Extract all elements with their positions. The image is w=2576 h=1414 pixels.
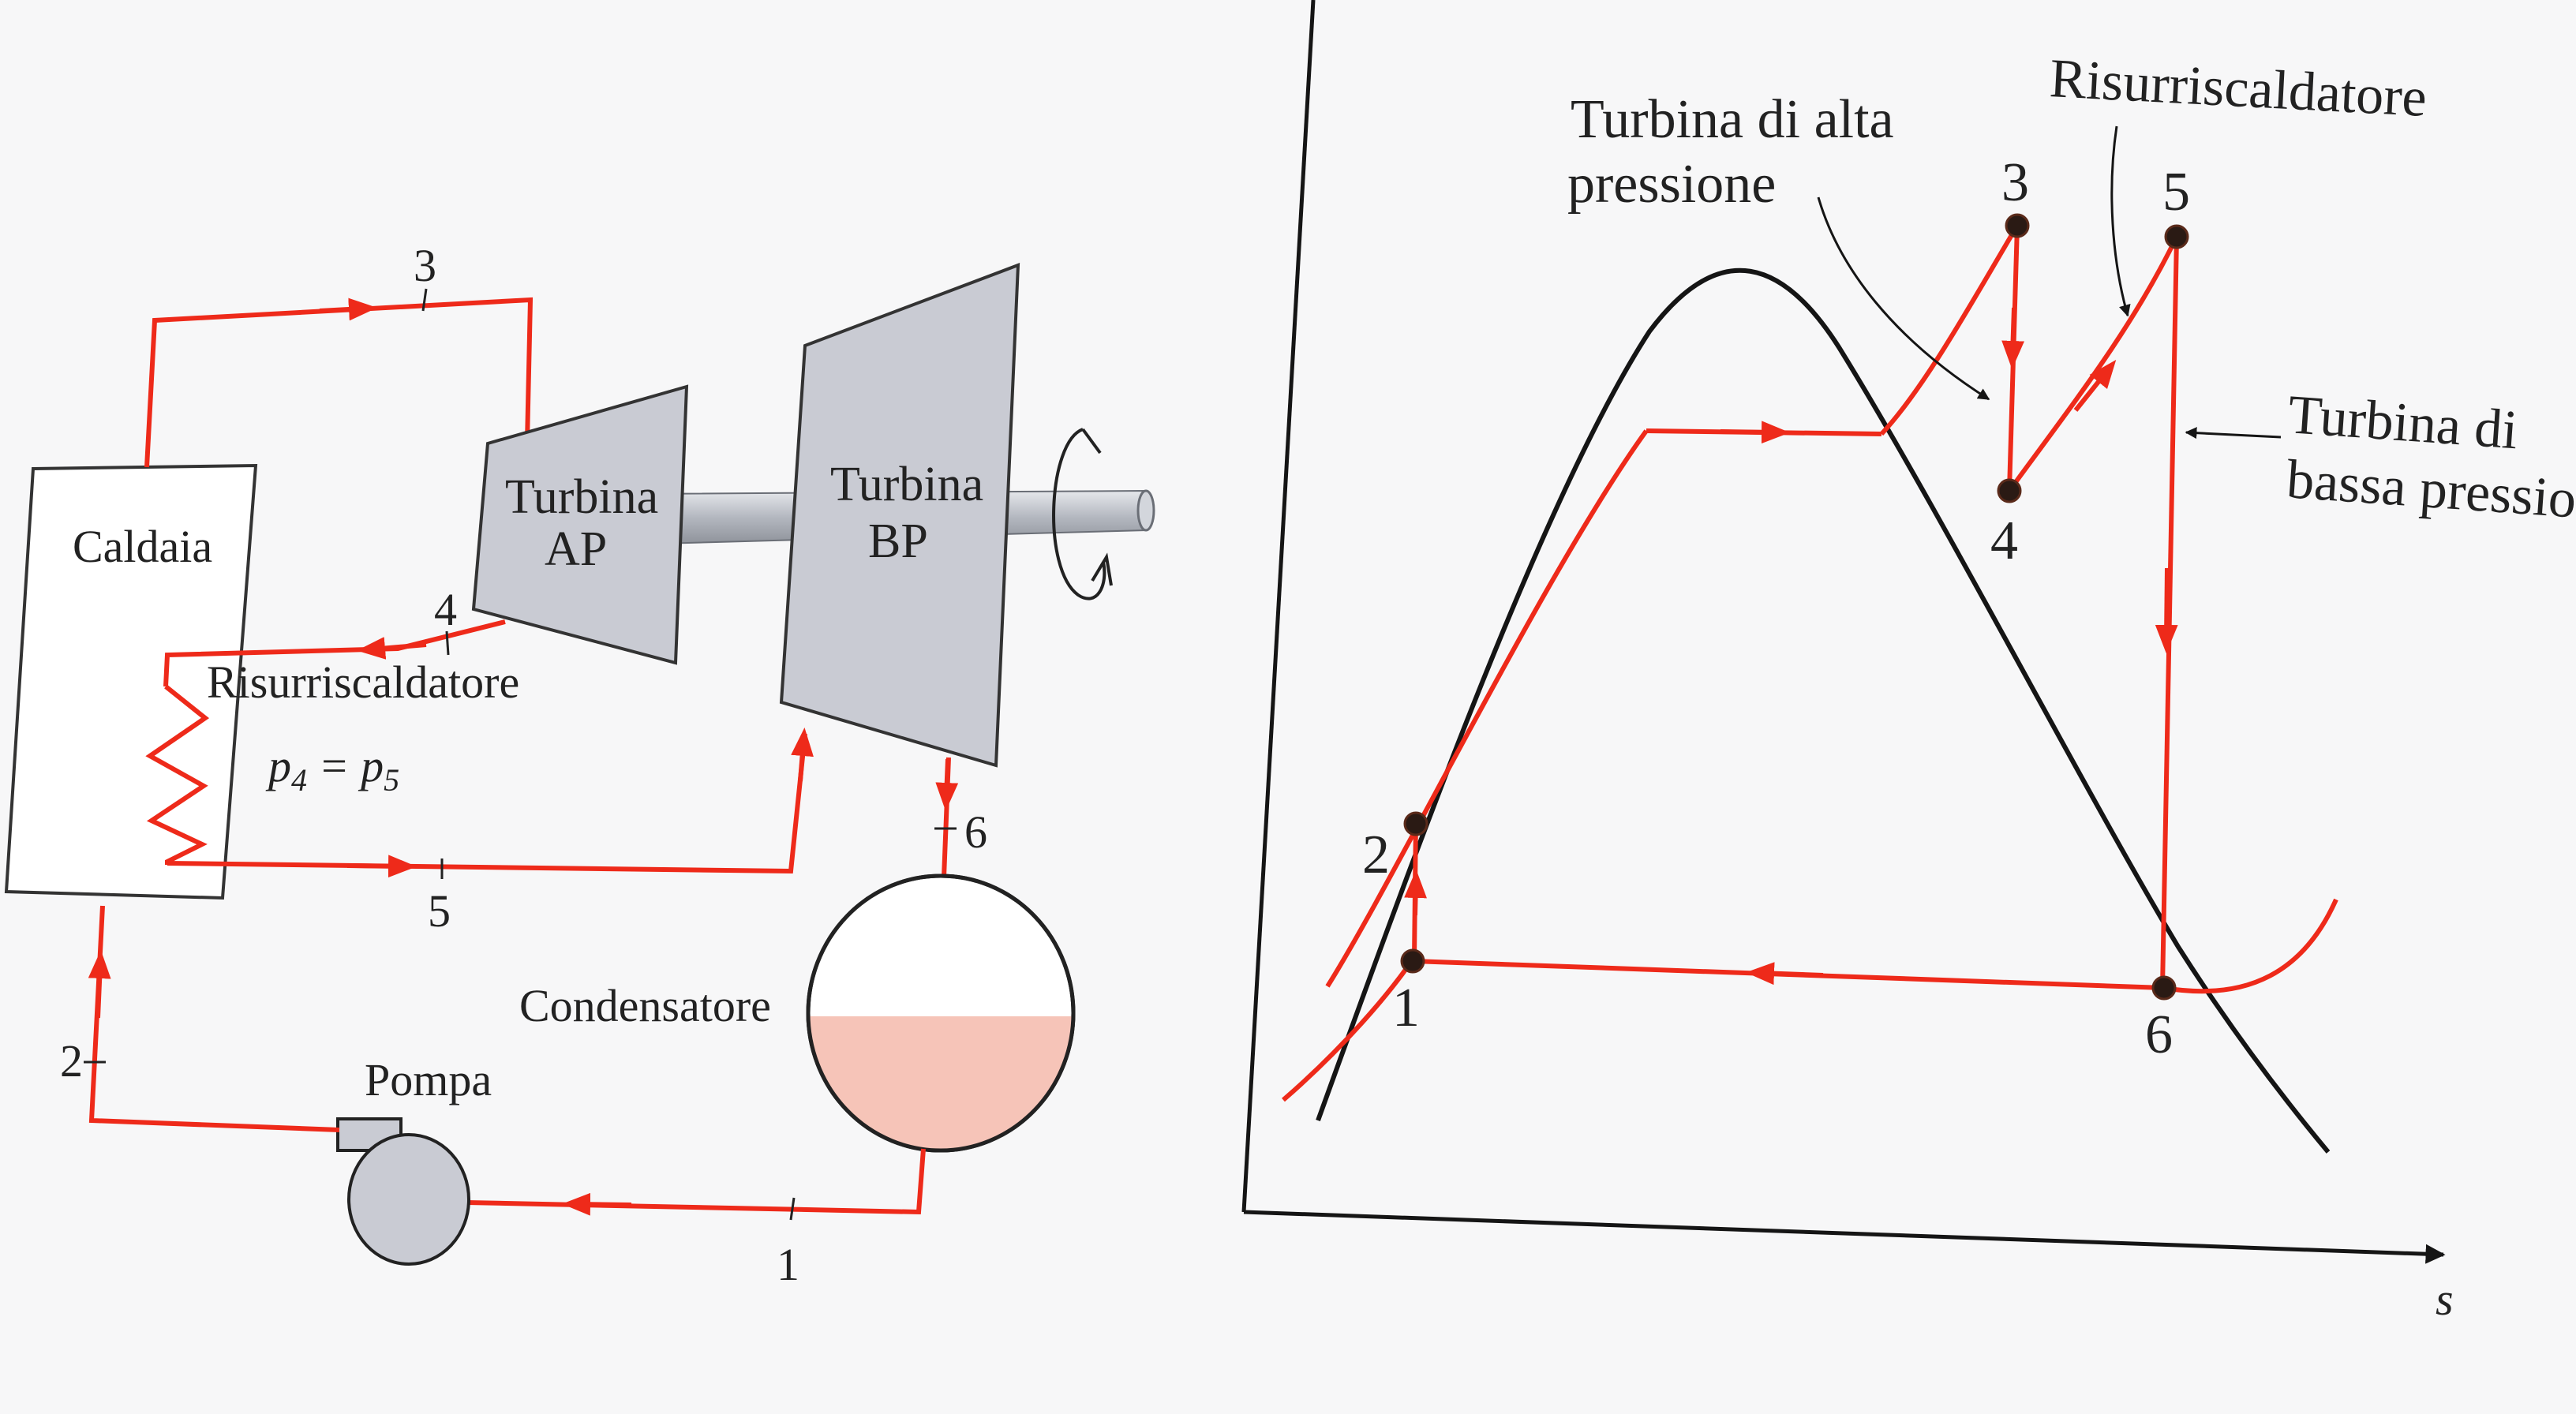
arrow-reheat xyxy=(2073,359,2117,412)
state-4-schematic: 4 xyxy=(434,584,457,635)
hp-turbine-callout-2: pressione xyxy=(1567,154,1776,215)
x-axis-label: s xyxy=(2436,1274,2454,1325)
reheater-leader xyxy=(2110,125,2131,317)
reheater-label: Risurriscaldatore xyxy=(207,656,519,708)
lp-turbine-label-1: Turbina xyxy=(830,458,983,511)
arrow-condensation xyxy=(1746,962,1824,986)
tick-1 xyxy=(789,1197,796,1221)
arrow-5b xyxy=(791,728,814,782)
y-axis xyxy=(1241,0,1316,1213)
state-2-ts: 2 xyxy=(1362,825,1390,885)
cycle-hp-expansion xyxy=(2007,225,2020,492)
lp-turbine-callout-2: bassa pressione xyxy=(2285,449,2576,533)
tick-3 xyxy=(421,288,428,312)
cycle-superheat xyxy=(1879,224,2020,436)
state-6-ts: 6 xyxy=(2145,1004,2173,1065)
state-point-4 xyxy=(1997,478,2022,503)
boiler xyxy=(4,463,258,900)
pump-label: Pompa xyxy=(365,1054,492,1105)
cycle-compressed-liquid xyxy=(1282,958,1415,1102)
state-5-schematic: 5 xyxy=(428,885,451,937)
lp-turbine-callout-1: Turbina di xyxy=(2286,384,2520,461)
state-point-3 xyxy=(2005,213,2030,238)
arrow-2 xyxy=(88,950,111,1019)
arrow-hp-expansion xyxy=(2001,307,2024,369)
cycle-superheated-tail xyxy=(2163,898,2338,994)
arrow-1 xyxy=(562,1192,632,1216)
line-4 xyxy=(163,619,506,687)
rotation-arrowhead xyxy=(1091,552,1113,586)
steam-line-3 xyxy=(144,297,534,468)
ts-diagram: s 1 2 3 4 5 6 Turbina di alta xyxy=(1241,0,2576,1325)
condenser-outline xyxy=(806,873,1076,1153)
state-point-1 xyxy=(1400,948,1425,974)
arrow-pump xyxy=(1404,870,1427,916)
pressure-relation: p4 = p5 xyxy=(265,740,399,798)
condenser-label: Condensatore xyxy=(519,980,771,1031)
tick-4 xyxy=(445,630,450,656)
state-point-5 xyxy=(2164,224,2189,249)
state-1-schematic: 1 xyxy=(777,1239,799,1290)
line-1 xyxy=(466,1148,926,1215)
lp-turbine-leader xyxy=(2185,427,2282,440)
state-4-ts: 4 xyxy=(1990,511,2018,571)
arrow-3 xyxy=(319,297,377,321)
hp-turbine xyxy=(471,384,689,665)
arrow-lp-expansion xyxy=(2155,567,2178,653)
rotation-icon xyxy=(1052,428,1106,600)
saturation-dome xyxy=(1316,267,2331,1154)
rotation-top xyxy=(1081,428,1102,454)
arrow-4 xyxy=(357,637,427,660)
condensate-level xyxy=(808,1016,1073,1150)
state-2-schematic: 2 xyxy=(60,1035,83,1087)
reheater-callout: Risurriscaldatore xyxy=(2048,48,2428,129)
state-point-2 xyxy=(1403,811,1428,836)
shaft-end xyxy=(1136,489,1155,532)
boiler-label: Caldaia xyxy=(73,521,212,572)
lp-turbine-label-2: BP xyxy=(868,514,928,568)
state-point-6 xyxy=(2151,975,2177,1001)
hp-turbine-label-1: Turbina xyxy=(505,470,658,524)
cycle-heating-liquid xyxy=(1325,429,1649,988)
cycle-reheat xyxy=(2007,235,2179,492)
cycle-lp-expansion xyxy=(2160,236,2179,989)
state-5-ts: 5 xyxy=(2162,162,2190,223)
line-5 xyxy=(167,733,807,874)
hp-turbine-label-2: AP xyxy=(545,522,607,576)
plant-schematic: Caldaia 3 Turbina AP Turbina BP 4 Risurr… xyxy=(4,240,1155,1290)
line-2 xyxy=(88,905,340,1132)
lp-turbine xyxy=(779,263,1020,768)
reheater-coil xyxy=(145,684,210,865)
state-3-ts: 3 xyxy=(2001,152,2029,213)
state-6-schematic: 6 xyxy=(964,806,987,858)
state-3-schematic: 3 xyxy=(414,240,436,291)
arrow-6 xyxy=(935,758,959,811)
state-1-ts: 1 xyxy=(1392,978,1420,1038)
x-axis xyxy=(1243,1210,2446,1264)
pump xyxy=(347,1133,470,1266)
hp-turbine-leader xyxy=(1817,196,1990,401)
hp-turbine-callout-1: Turbina di alta xyxy=(1571,89,1894,150)
